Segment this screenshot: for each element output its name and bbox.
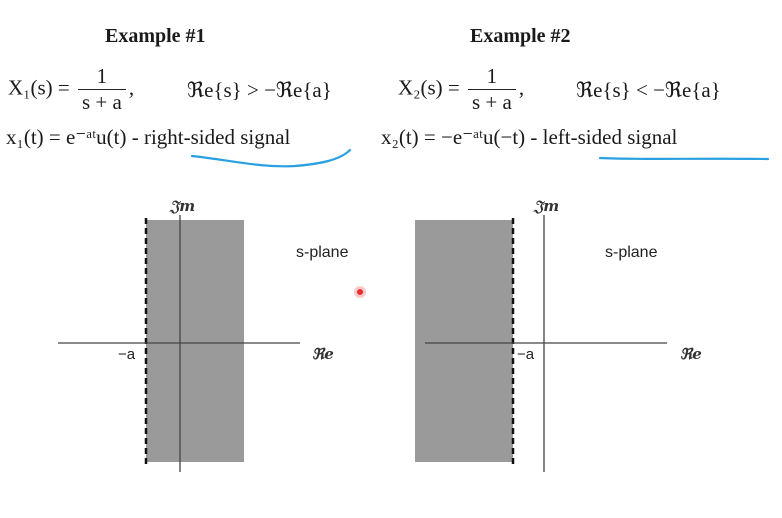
imag-axis-label-1: 𝔍m <box>170 197 196 215</box>
imag-axis-label-2: 𝔍m <box>534 197 560 215</box>
example-2-heading: Example #2 <box>470 25 571 47</box>
example-2-roc-condition: ℜe{s} < −ℜe{a} <box>576 78 721 102</box>
example-1-denominator: s + a <box>78 89 126 113</box>
example-2-time-domain: x₂(t) = −e⁻ᵃᵗu(−t) - left-sided signal <box>381 127 677 148</box>
example-2-time-expr: x₂(t) = −e⁻ᵃᵗu(−t) - <box>381 125 538 149</box>
underline-left-sided <box>598 156 770 161</box>
example-2-signal-type: left-sided signal <box>542 125 678 149</box>
example-2-transform: X₂(s) = 1 s + a , <box>398 64 525 114</box>
tick-minus-a-2: −a <box>517 346 535 363</box>
example-1-time-expr: x₁(t) = e⁻ᵃᵗu(t) - <box>6 125 139 149</box>
example-1-transform: X₁(s) = 1 s + a , <box>8 64 135 114</box>
roc-region-1 <box>146 220 244 462</box>
tick-minus-a-1: −a <box>118 346 136 363</box>
example-1-numerator: 1 <box>96 64 108 88</box>
real-axis-label-2: ℜe <box>680 345 702 363</box>
s-plane-label-2: s-plane <box>605 244 658 261</box>
roc-region-2 <box>415 220 513 462</box>
example-2-lhs: X₂(s) = <box>398 75 460 100</box>
example-1-heading: Example #1 <box>105 25 206 47</box>
example-2-numerator: 1 <box>486 64 498 88</box>
real-axis-label-1: ℜe <box>312 345 334 363</box>
example-1-time-domain: x₁(t) = e⁻ᵃᵗu(t) - right-sided signal <box>6 127 290 148</box>
example-2-denominator: s + a <box>468 89 516 113</box>
example-1-lhs: X₁(s) = <box>8 75 70 100</box>
example-2-fraction: 1 s + a <box>468 66 516 113</box>
cursor-dot <box>357 289 363 295</box>
example-1-fraction: 1 s + a <box>78 66 126 113</box>
underline-right-sided <box>190 148 352 168</box>
s-plane-label-1: s-plane <box>296 244 349 261</box>
example-1-roc-condition: ℜe{s} > −ℜe{a} <box>187 78 332 102</box>
example-1-signal-type: right-sided signal <box>143 125 291 149</box>
